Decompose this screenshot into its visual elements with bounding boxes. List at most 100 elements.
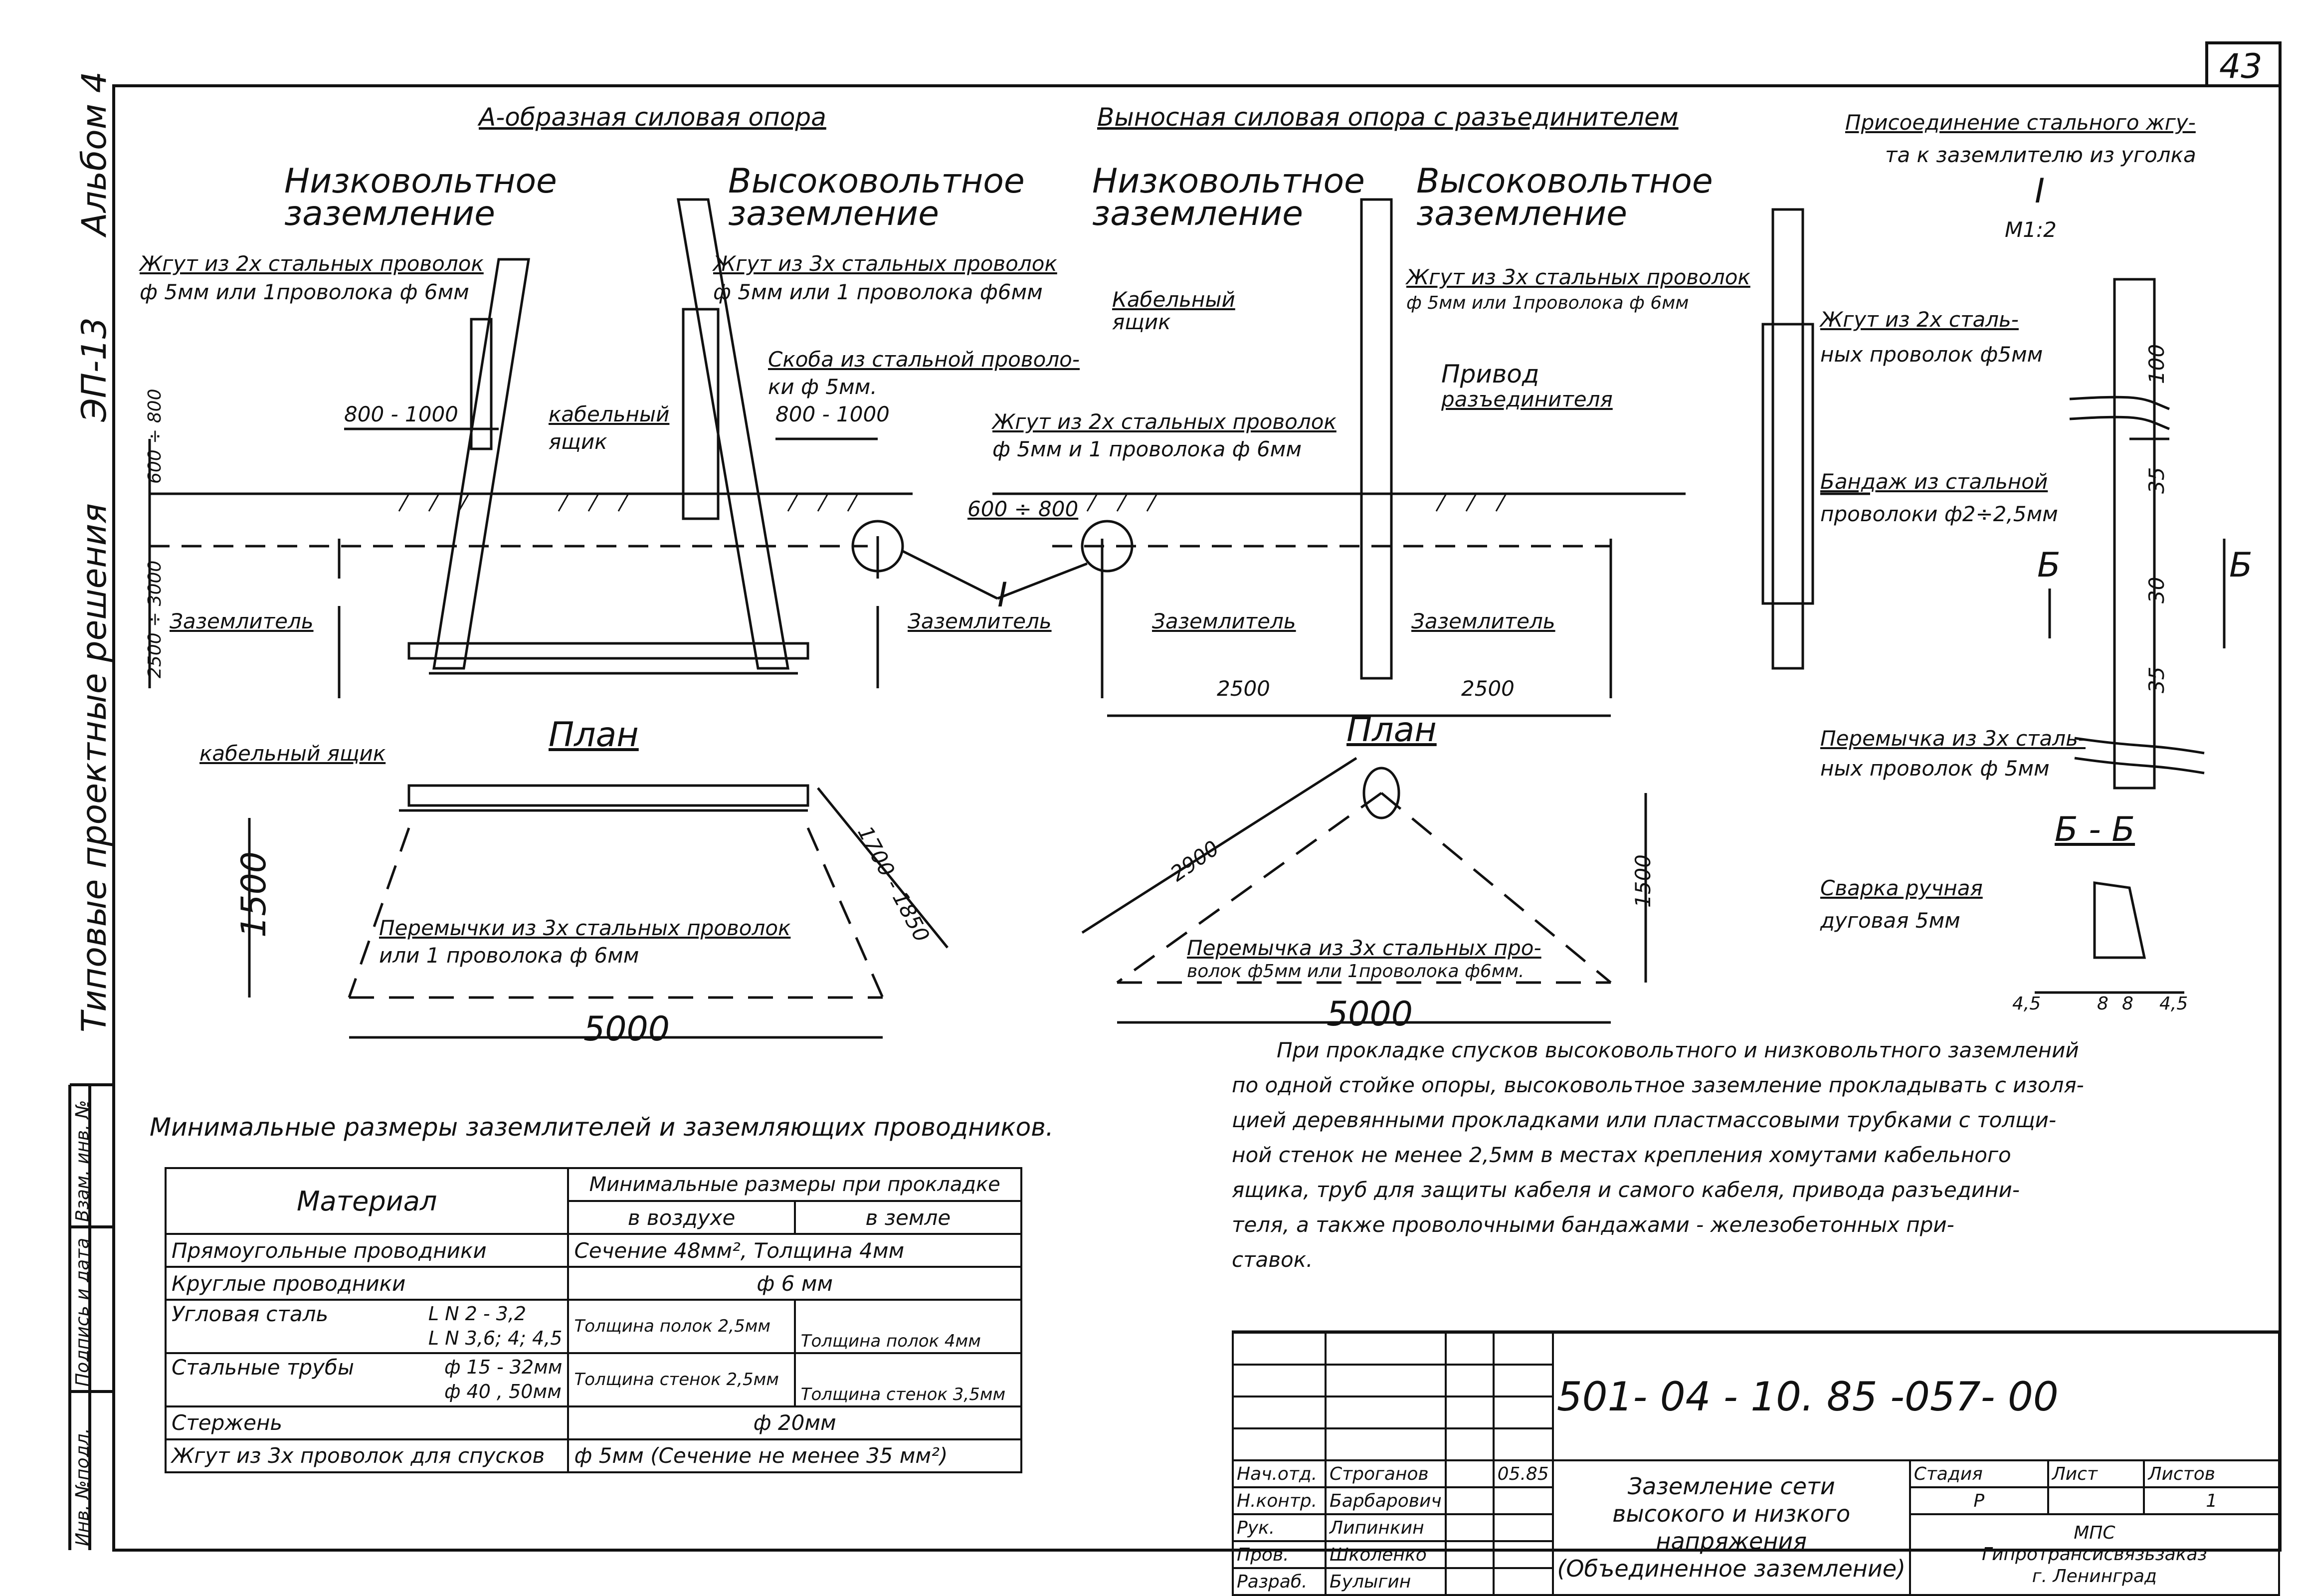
left-plan-title: План: [549, 715, 639, 755]
cell-name: Жгут из 3х проволок для спусков: [164, 1438, 570, 1473]
right-dim-35-a: 35: [2144, 467, 2169, 494]
middle-grounding-right: Заземлитель: [1411, 609, 1555, 633]
cell-value: ф 5мм (Сечение не менее 35 мм²): [567, 1438, 1022, 1473]
left-wire2-2: ф 5мм или 1проволока ф 6мм: [140, 280, 469, 304]
min-table: Материал Минимальные размеры при проклад…: [164, 1167, 1023, 1473]
right-weld-2: дуговая 5мм: [1820, 908, 1960, 933]
name: Строганов: [1325, 1459, 1447, 1488]
left-low-voltage-1: Низковольтное: [284, 162, 557, 201]
left-dim-2500-3000: 2500 ÷ 3000: [145, 560, 165, 678]
middle-section-title: Выносная силовая опора с разъединителем: [1097, 103, 1679, 132]
middle-wire3-1: Жгут из 3х стальных проволок: [1406, 265, 1750, 289]
role: Н.контр.: [1232, 1486, 1327, 1515]
left-section-title: А-образная силовая опора: [479, 103, 826, 132]
head-air: в воздухе: [567, 1200, 796, 1235]
role: Рук.: [1232, 1513, 1327, 1542]
table-row: Рук. Липинкин МПС Гипротрансисвязьзаказ …: [1232, 1513, 2281, 1596]
cell-name: Круглые проводники: [164, 1266, 570, 1301]
left-wire3-1: Жгут из 3х стальных проволок: [713, 251, 1057, 276]
left-wire3-2: ф 5мм или 1 проволока ф6мм: [713, 280, 1043, 304]
name: Липинкин: [1325, 1513, 1447, 1542]
right-dim-bottom-3: 8: [2122, 994, 2133, 1014]
middle-node-mark: I: [997, 576, 1008, 615]
head-ground: в земле: [793, 1200, 1023, 1235]
right-wire2-2: ных проволок ф5мм: [1820, 342, 2043, 367]
table-row: Стержень ф 20мм: [164, 1405, 1022, 1440]
organization: МПС Гипротрансисвязьзаказ г. Ленинград: [1909, 1513, 2281, 1596]
note-line: ставок.: [1232, 1247, 1313, 1272]
table-row: Прямоугольные проводники Сечение 48мм², …: [164, 1233, 1022, 1268]
middle-plan-dim-1500: 1500: [1631, 854, 1655, 908]
side-stamp-2: Подпись и дата: [72, 1237, 93, 1387]
middle-plan-title: План: [1346, 710, 1437, 750]
right-dim-35-b: 35: [2144, 666, 2169, 693]
middle-cable-box-1: Кабельный: [1112, 287, 1235, 312]
middle-wire2-1: Жгут из 2х стальных проволок: [992, 409, 1337, 434]
cell-sub-2: L N 3,6; 4; 4,5: [428, 1327, 563, 1350]
org-line: Гипротрансисвязьзаказ: [1982, 1544, 2207, 1565]
note-line: цией деревянными прокладками или пластма…: [1232, 1108, 2057, 1132]
note-line: ящика, труб для защиты кабеля и самого к…: [1232, 1178, 2020, 1202]
cell-value: ф 6 мм: [567, 1266, 1022, 1301]
table-row: в воздухе в земле: [166, 1200, 1023, 1235]
org-line: г. Ленинград: [2032, 1566, 2157, 1587]
role: Нач.отд.: [1232, 1459, 1327, 1488]
left-plan-dim-5000: 5000: [583, 1009, 670, 1049]
left-dim-800-1000-a: 800 - 1000: [344, 402, 458, 426]
middle-high-voltage-1: Высоковольтное: [1416, 162, 1713, 201]
cell-sub-1: L N 2 - 3,2: [428, 1303, 527, 1325]
sheets-head: Листов: [2143, 1459, 2280, 1488]
title-block: 501- 04 - 10. 85 -057- 00 Нач.отд. Строг…: [1232, 1332, 2281, 1596]
middle-plan-jumper-2: волок ф5мм или 1проволока ф6мм.: [1187, 961, 1525, 982]
right-section-mark-left: Б: [2037, 546, 2061, 585]
middle-grounding-left: Заземлитель: [1152, 609, 1296, 633]
table-row: Нач.отд. Строганов 05.85 Заземление сети…: [1232, 1459, 2280, 1596]
side-title-text1: Типовые проектные решения: [75, 503, 114, 1032]
left-cable-box-1: кабельный: [549, 402, 670, 426]
name: Школенко: [1325, 1540, 1447, 1569]
right-scale: М1:2: [2005, 217, 2057, 242]
table-row: 501- 04 - 10. 85 -057- 00: [1232, 1332, 2281, 1461]
cell-air: Толщина полок 2,5мм: [567, 1299, 796, 1354]
right-section-mark-right: Б: [2229, 546, 2253, 585]
side-title-text3: Альбом 4: [75, 71, 114, 236]
sheet-head: Лист: [2047, 1459, 2145, 1488]
middle-dim-600-800: 600 ÷ 800: [967, 497, 1079, 521]
drawing-title: Заземление сети высокого и низкого напря…: [1551, 1459, 1911, 1596]
left-clamp-2: ки ф 5мм.: [768, 375, 877, 399]
right-jumper-1: Перемычка из 3х сталь-: [1820, 726, 2086, 751]
drawing-title-line: (Объединенное заземление): [1557, 1555, 1906, 1583]
middle-low-voltage-2: заземление: [1092, 194, 1303, 233]
drawing-title-line: высокого и низкого: [1612, 1500, 1851, 1527]
head-sizes: Минимальные размеры при прокладке: [567, 1167, 1022, 1202]
right-wire2-1: Жгут из 2х сталь-: [1820, 307, 2019, 332]
note-line: ной стенок не менее 2,5мм в местах крепл…: [1232, 1143, 2011, 1167]
side-title-text2: ЭП-13: [75, 317, 114, 422]
left-grounding-right: Заземлитель: [908, 609, 1052, 633]
middle-plan-jumper-1: Перемычка из 3х стальных про-: [1187, 936, 1541, 960]
table-row: Жгут из 3х проволок для спусков ф 5мм (С…: [164, 1438, 1022, 1473]
middle-wire2-2: ф 5мм и 1 проволока ф 6мм: [992, 437, 1302, 461]
left-plan-jumpers-2: или 1 проволока ф 6мм: [379, 943, 639, 968]
cell-name-text: Стальные трубы: [172, 1355, 354, 1380]
signature: [1444, 1459, 1495, 1488]
cell-ground: Толщина полок 4мм: [793, 1299, 1023, 1354]
drawing-title-line: Заземление сети: [1627, 1472, 1835, 1500]
right-jumper-2: ных проволок ф 5мм: [1820, 756, 2050, 781]
sheet-number: 43: [2219, 47, 2263, 86]
right-dim-bottom-4: 4,5: [2159, 994, 2188, 1014]
left-high-voltage-2: заземление: [728, 194, 939, 233]
cell-value: Сечение 48мм², Толщина 4мм: [567, 1233, 1022, 1268]
cell-sub-2: ф 40 , 50мм: [444, 1381, 562, 1403]
middle-dim-2500-b: 2500: [1461, 676, 1515, 701]
right-section-label: Б - Б: [2055, 810, 2135, 849]
right-dim-bottom-1: 4,5: [2012, 994, 2041, 1014]
right-title-2: та к заземлителю из уголка: [1885, 143, 2196, 167]
cell-value: ф 20мм: [567, 1405, 1022, 1440]
left-plan-cable-box: кабельный ящик: [199, 741, 386, 766]
